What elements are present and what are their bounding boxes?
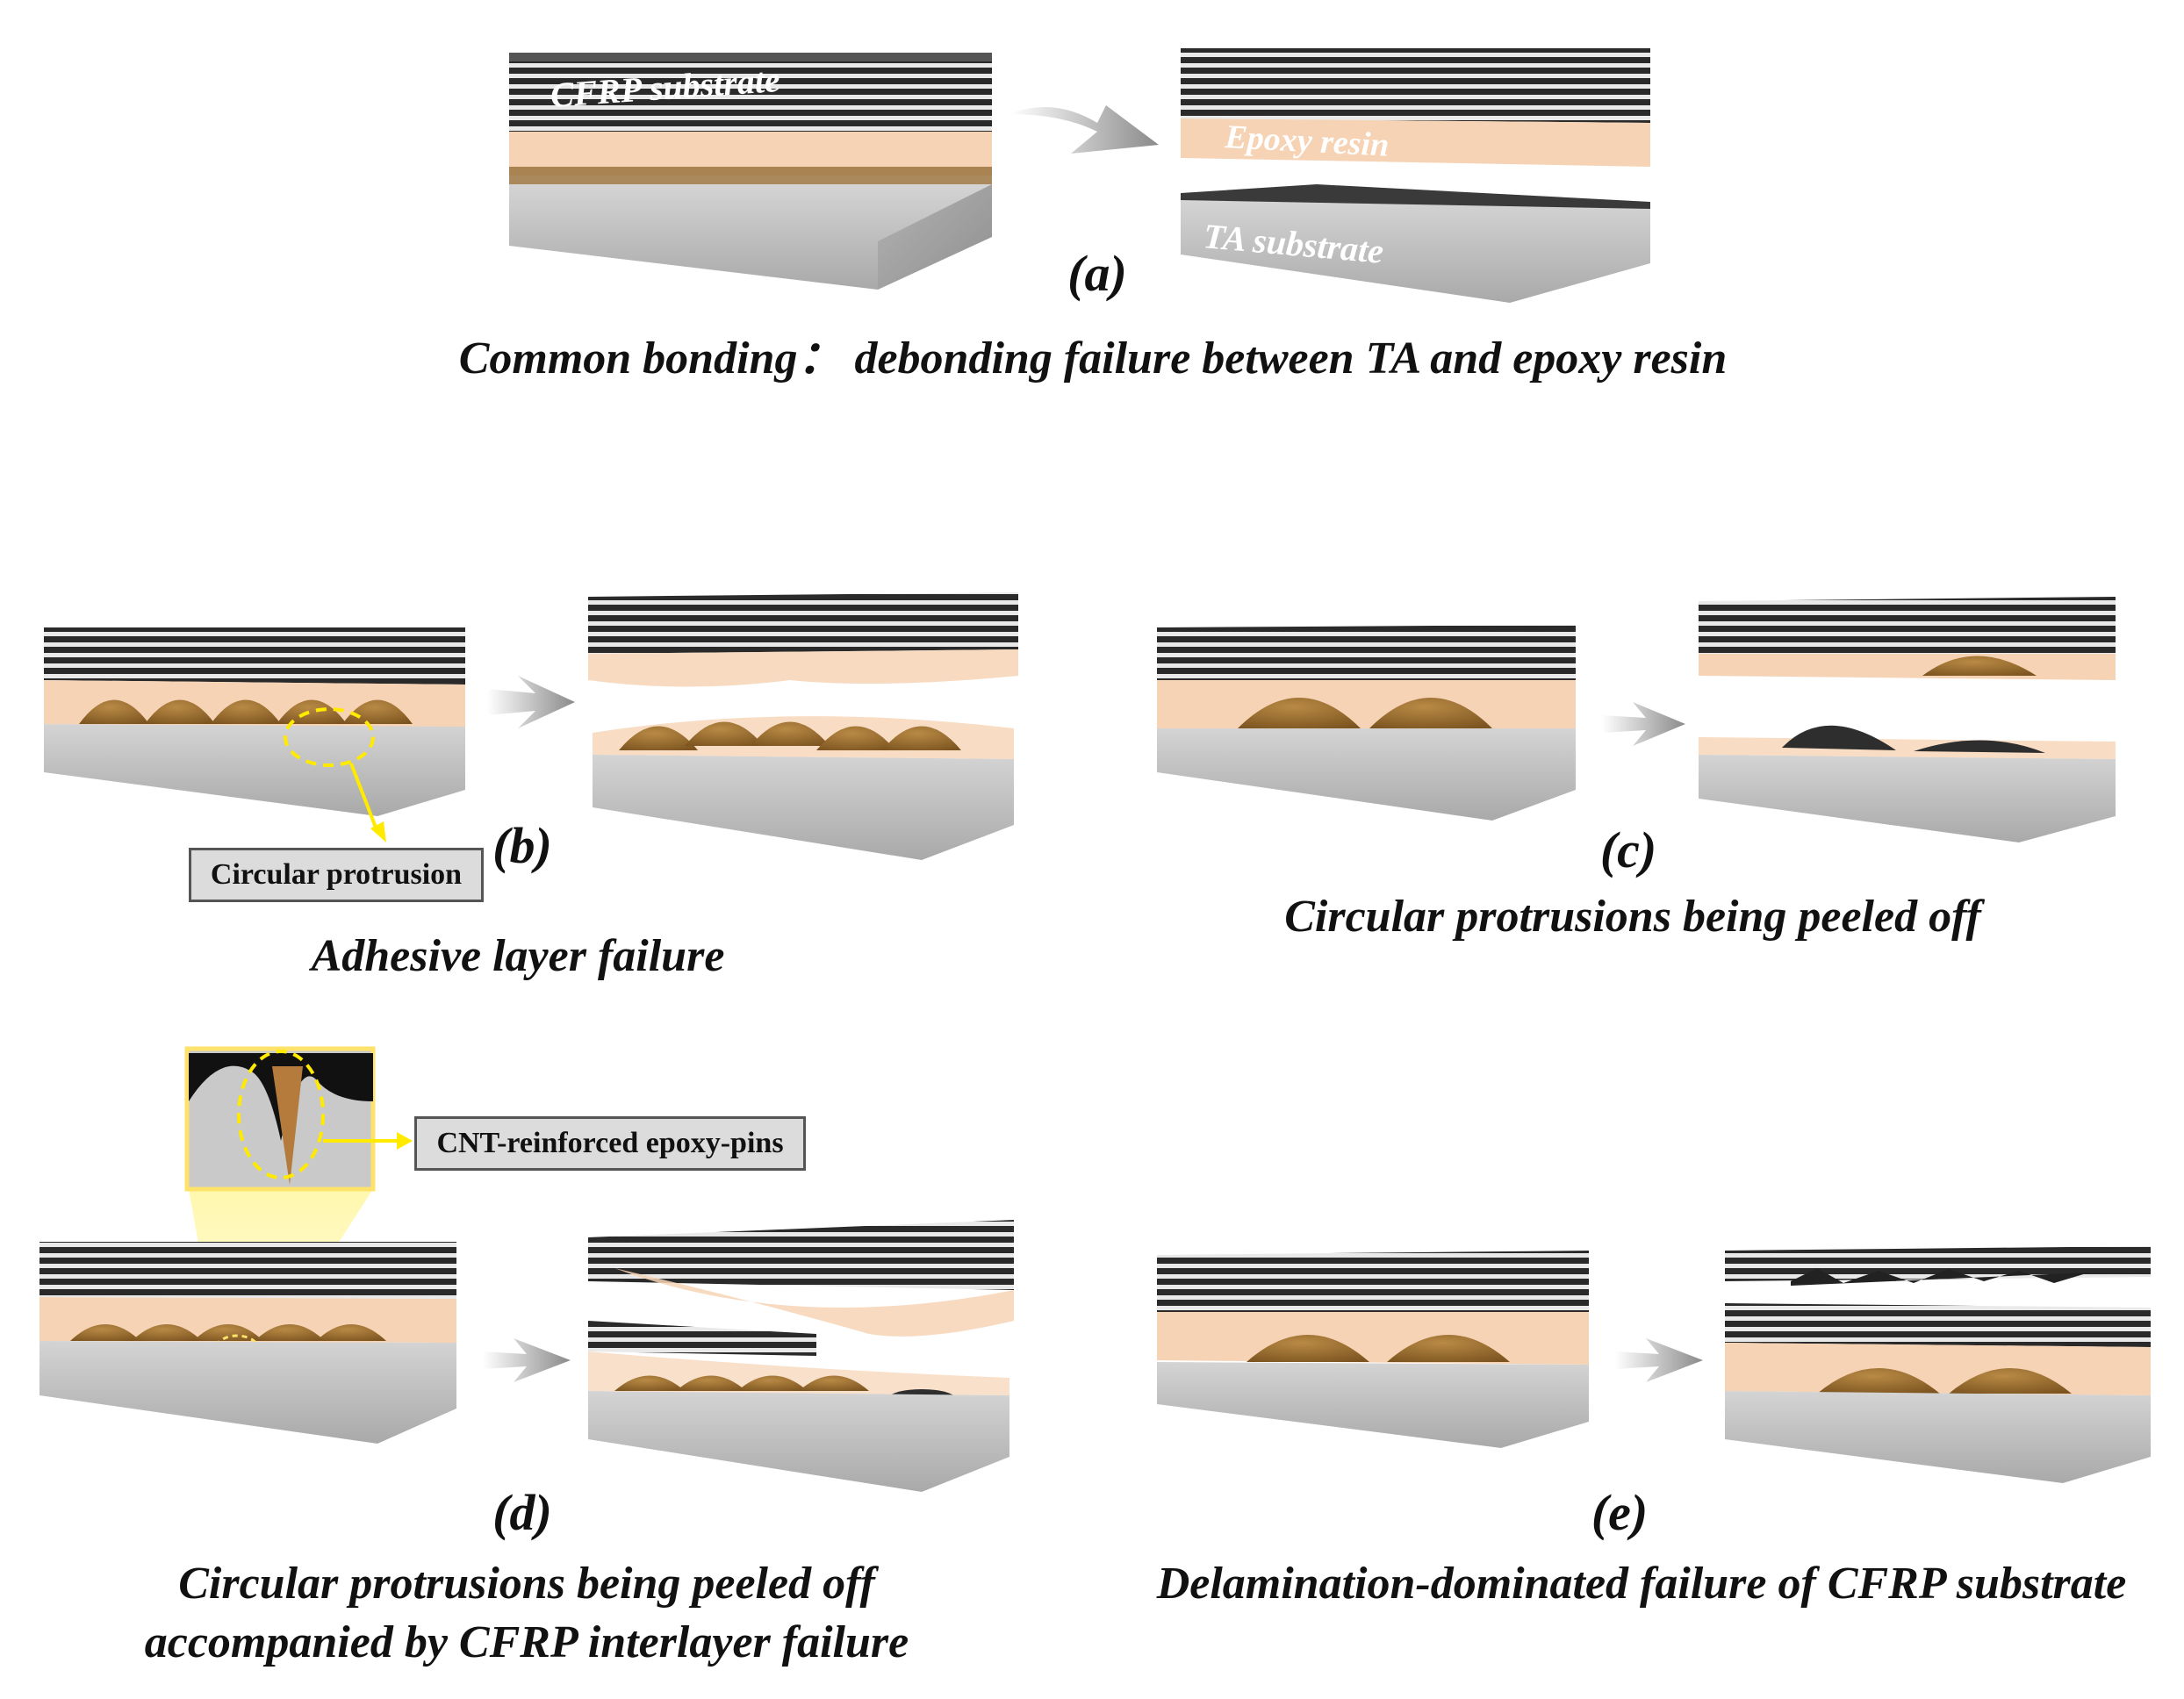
specimen-a-bonded [509,53,992,290]
ta-substrate [509,184,992,290]
highlight-circle [284,707,375,767]
panel-d [40,1046,1014,1492]
cfrp-layer [44,627,465,685]
panel-e-caption: Delamination-dominated failure of CFRP s… [1156,1559,2127,1609]
ta-substrate [44,724,465,816]
specimen-d-failed [588,1220,1014,1492]
panel-a-label: (a) [1067,245,1127,302]
arrow-e [1615,1338,1703,1382]
label-epoxy-resin: Epoxy resin [1224,118,1390,164]
specimen-e-bonded [1157,1251,1589,1448]
ta-substrate [1725,1391,2151,1483]
ta-substrate [1157,1362,1589,1448]
arrow-c [1602,702,1685,746]
arrow-b [487,676,575,728]
cfrp-layer [40,1242,456,1299]
ta-substrate [593,755,1014,860]
epoxy-layer [1157,680,1576,728]
panel-c [1157,597,2116,842]
panel-a [509,48,1650,303]
circular-protrusions [79,699,413,724]
cfrp-layer [588,1220,1014,1290]
cfrp-layer [509,61,992,132]
specimen-a-failed [1181,48,1650,303]
ta-substrate [1157,728,1576,821]
panel-a-caption: Common bonding： debonding failure betwee… [458,333,1728,384]
cfrp-layer [1157,625,1576,680]
specimen-b-failed [588,592,1018,860]
panel-e [1157,1246,2151,1483]
specimen-e-failed [1725,1246,2151,1483]
epoxy-layer [509,132,992,176]
cfrp-layer [1725,1246,2151,1281]
epoxy-layer [1181,118,1650,167]
cfrp-layer [1157,1251,1589,1312]
ta-substrate [1699,755,2116,842]
specimen-c-bonded [1157,625,1576,821]
ta-substrate [40,1341,456,1444]
panel-b-label: (b) [492,817,552,874]
cfrp-layer [1699,597,2116,654]
epoxy-layer [1157,1312,1589,1365]
specimen-d-bonded [40,1242,456,1444]
panel-d-caption-line2: accompanied by CFRP interlayer failure [144,1617,909,1667]
arrow-d [483,1338,571,1382]
panel-b [44,592,1018,860]
specimen-b-bonded [44,627,465,842]
panel-b-caption: Adhesive layer failure [311,931,725,981]
panel-c-label: (c) [1599,821,1657,878]
panel-c-caption: Circular protrusions being peeled off [1284,892,1981,942]
ta-substrate [1181,200,1650,303]
panel-e-label: (e) [1591,1484,1649,1541]
ta-substrate [588,1391,1009,1492]
cfrp-layer [588,592,1018,654]
cfrp-layer [1181,48,1650,123]
callout-cnt-epoxy-pins: CNT-reinforced epoxy-pins [414,1116,806,1171]
specimen-c-failed [1699,597,2116,842]
epoxy-pin [272,1066,303,1185]
panel-d-label: (d) [492,1484,552,1541]
panel-d-caption-line1: Circular protrusions being peeled off [178,1559,875,1609]
arrow-a [1009,105,1159,154]
callout-circular-protrusion: Circular protrusion [189,848,484,902]
